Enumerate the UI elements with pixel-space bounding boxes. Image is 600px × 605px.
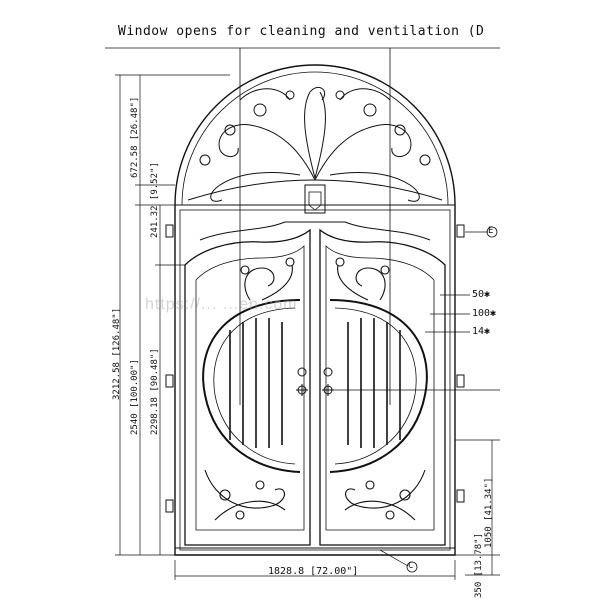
left-leaf-panel — [195, 245, 305, 531]
window-note: Window opens for cleaning and ventilatio… — [118, 24, 485, 39]
left-leaf — [184, 228, 311, 546]
leaf-top-ornaments — [240, 257, 390, 301]
callout-100: 100✱ — [472, 308, 497, 319]
left-dimension-lines — [115, 74, 230, 556]
callout-circle-bottom — [406, 561, 418, 573]
frame-top-dimension: 241.32 [9.52"] — [150, 162, 160, 238]
arch-outer — [174, 64, 456, 206]
left-oval — [202, 299, 301, 473]
leaf-bottom-ornaments — [204, 469, 426, 521]
hinges — [165, 224, 465, 513]
bottom-dimension-lines — [174, 549, 456, 580]
right-bottom-dimension: 350 [13.78"] — [474, 532, 484, 598]
right-dimension-lines — [330, 231, 500, 576]
transom-bottom-curve — [187, 179, 443, 201]
right-leaf-panel — [325, 245, 435, 531]
leaf-height-dimension: 2298.18 [90.48"] — [150, 348, 160, 435]
right-oval — [329, 299, 428, 473]
header-panel-curve — [199, 221, 431, 241]
door-height-dimension: 2540 [100.00"] — [130, 359, 140, 435]
arch-inner — [181, 71, 449, 206]
left-bars — [229, 318, 283, 448]
door-frame — [174, 205, 456, 556]
frame-inner — [179, 209, 451, 551]
right-bars — [347, 318, 401, 448]
width-dimension: 1828.8 [72.00"] — [268, 566, 359, 577]
callout-circle-top — [486, 226, 498, 238]
right-lower-dimension: 1050 [41.34"] — [484, 477, 494, 548]
callout-14: 14✱ — [472, 326, 491, 337]
watermark: https://... ...en.com — [145, 296, 298, 313]
handle-knob-icon — [297, 367, 307, 377]
total-height-dimension: 3212.58 [126.48"] — [112, 307, 122, 400]
handle-set — [296, 367, 334, 396]
arch-height-dimension: 672.58 [26.48"] — [130, 96, 140, 178]
callout-top-label: E — [488, 226, 494, 236]
callout-bottom-label: C — [408, 561, 414, 571]
callout-50: 50✱ — [472, 289, 491, 300]
right-leaf — [319, 228, 446, 546]
crest-shield-icon — [308, 191, 322, 211]
crest-icon — [304, 184, 326, 214]
arch-ornament — [199, 87, 431, 202]
